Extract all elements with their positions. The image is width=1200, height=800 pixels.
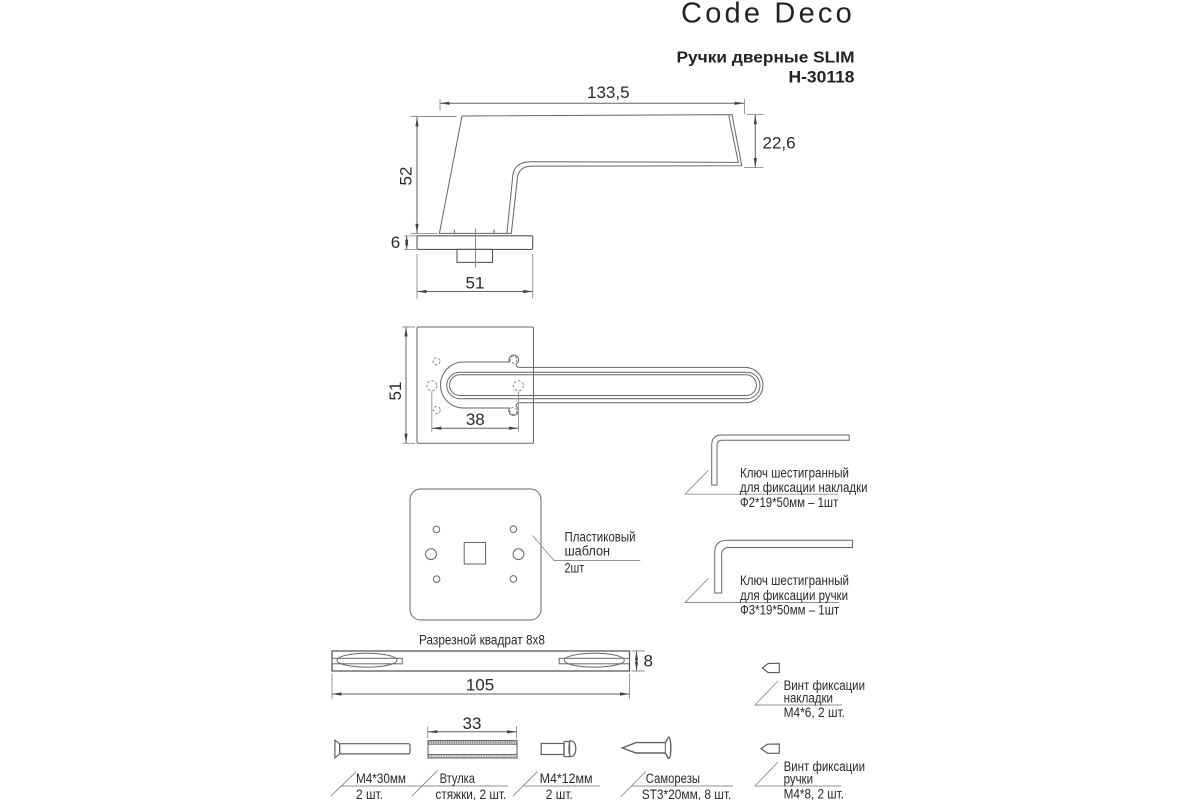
- svg-text:Н-30118: Н-30118: [789, 69, 855, 87]
- svg-text:М4*30мм: М4*30мм: [356, 771, 406, 786]
- svg-text:Ключ шестигранный: Ключ шестигранный: [740, 573, 849, 588]
- svg-text:накладки: накладки: [784, 690, 833, 705]
- svg-text:Пластиковый: Пластиковый: [565, 529, 636, 544]
- svg-text:Ключ шестигранный: Ключ шестигранный: [740, 466, 849, 481]
- svg-text:133,5: 133,5: [587, 83, 630, 102]
- svg-text:2 шт.: 2 шт.: [356, 787, 383, 800]
- svg-text:33: 33: [463, 714, 482, 733]
- svg-text:Code Deco: Code Deco: [681, 0, 855, 30]
- svg-text:51: 51: [466, 274, 485, 293]
- svg-text:Втулка: Втулка: [440, 771, 476, 786]
- svg-text:Винт фиксации: Винт фиксации: [784, 678, 865, 693]
- svg-text:Саморезы: Саморезы: [646, 771, 700, 786]
- svg-text:Ф3*19*50мм – 1шт: Ф3*19*50мм – 1шт: [740, 603, 839, 618]
- svg-text:52: 52: [397, 167, 416, 186]
- svg-text:М4*6, 2 шт.: М4*6, 2 шт.: [784, 705, 845, 720]
- svg-text:8: 8: [644, 652, 653, 671]
- svg-text:6: 6: [391, 233, 400, 252]
- svg-text:38: 38: [466, 410, 485, 429]
- svg-text:ST3*20мм, 8 шт.: ST3*20мм, 8 шт.: [642, 787, 732, 800]
- svg-text:2шт: 2шт: [565, 560, 585, 575]
- svg-text:Винт фиксации: Винт фиксации: [784, 759, 865, 774]
- svg-text:105: 105: [466, 675, 494, 694]
- svg-text:22,6: 22,6: [763, 133, 796, 152]
- svg-text:для фиксации ручки: для фиксации ручки: [740, 588, 848, 603]
- svg-text:51: 51: [386, 382, 405, 401]
- svg-text:для фиксации накладки: для фиксации накладки: [740, 480, 868, 495]
- svg-text:2 шт.: 2 шт.: [546, 787, 573, 800]
- svg-text:Ручки дверные SLIM: Ручки дверные SLIM: [677, 49, 855, 66]
- svg-text:Ф2*19*50мм – 1шт: Ф2*19*50мм – 1шт: [740, 495, 838, 510]
- svg-text:Разрезной квадрат 8х8: Разрезной квадрат 8х8: [419, 633, 545, 648]
- svg-text:ручки: ручки: [784, 771, 813, 786]
- svg-text:М4*12мм: М4*12мм: [540, 771, 593, 786]
- svg-text:стяжки, 2 шт.: стяжки, 2 шт.: [435, 787, 506, 800]
- svg-text:шаблон: шаблон: [565, 543, 611, 558]
- svg-text:М4*8, 2 шт.: М4*8, 2 шт.: [784, 786, 844, 800]
